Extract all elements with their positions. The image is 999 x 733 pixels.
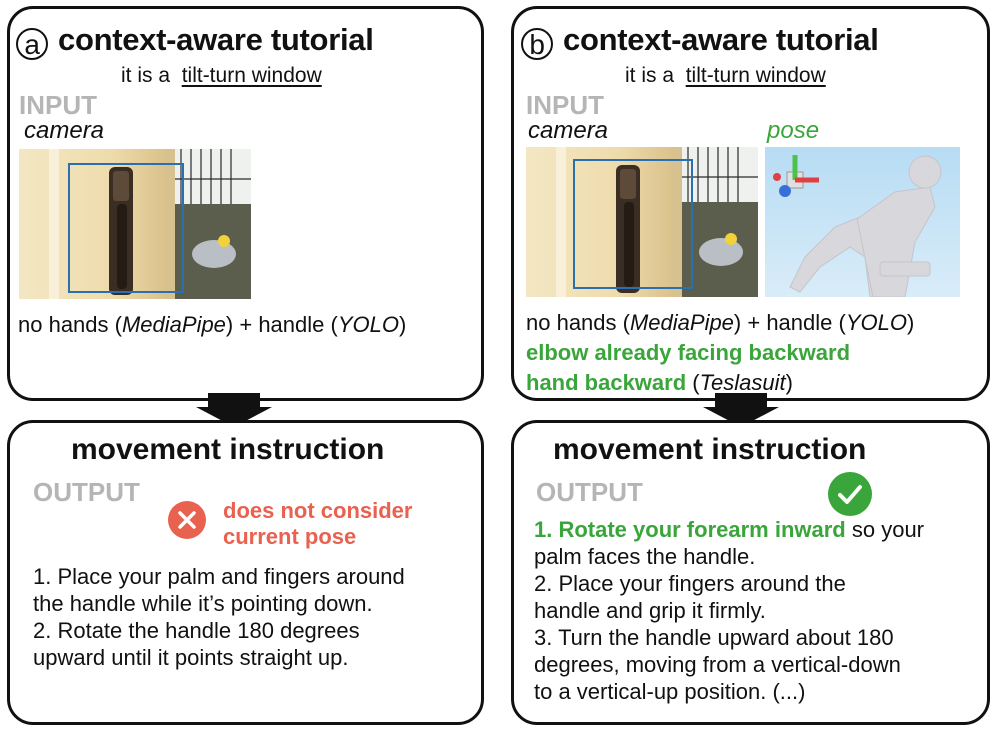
panel-b-subtitle-link: tilt-turn window	[685, 64, 826, 87]
panel-a-camera-image	[19, 149, 251, 299]
panel-a-step1-l1: 1. Place your palm and fingers around	[33, 564, 405, 589]
panel-b-pose-label: pose	[767, 117, 820, 144]
panel-a-input-label: INPUT	[19, 90, 97, 120]
panel-b-step2-l1: 2. Place your fingers around the	[534, 571, 846, 596]
panel-b-step1-l2: palm faces the handle.	[534, 544, 756, 569]
down-arrow-icon	[196, 393, 272, 427]
panel-b-step3-l1: 3. Turn the handle upward about 180	[534, 625, 894, 650]
panel-b-step3-l3: to a vertical-up position. (...)	[534, 679, 806, 704]
panel-b-pose-line2: hand backward (Teslasuit)	[526, 370, 793, 395]
panel-a-detection-line: no hands (MediaPipe) + handle (YOLO)	[18, 312, 407, 337]
panel-a-step1-l2: the handle while it’s pointing down.	[33, 591, 373, 616]
panel-b-step3-l2: degrees, moving from a vertical-down	[534, 652, 901, 677]
panel-b-output-box	[511, 420, 990, 725]
check-circle-icon	[828, 472, 872, 516]
panel-a-subtitle-link: tilt-turn window	[181, 64, 322, 87]
panel-b-camera-image	[526, 147, 758, 297]
panel-b-steps: 1. Rotate your forearm inward so your pa…	[534, 516, 924, 705]
panel-b-pose-line1: elbow already facing backward	[526, 340, 851, 365]
panel-b-subtitle: it is a tilt-turn window	[625, 64, 826, 87]
panel-b-letter: b	[521, 28, 553, 60]
panel-b-step1-l1: 1. Rotate your forearm inward so your	[534, 517, 925, 542]
panel-a-subtitle: it is a tilt-turn window	[121, 64, 322, 87]
panel-a-camera-label: camera	[24, 117, 105, 144]
panel-b-movement-title: movement instruction	[553, 433, 867, 466]
panel-a-warning: does not consider current pose	[223, 498, 413, 549]
down-arrow-icon	[703, 393, 779, 427]
panel-b-output-label: OUTPUT	[536, 477, 643, 507]
pose-gizmo-icon	[773, 155, 819, 197]
x-circle-icon	[168, 501, 206, 539]
panel-a-steps: 1. Place your palm and fingers around th…	[33, 563, 405, 671]
panel-b-step2-l2: handle and grip it firmly.	[534, 598, 766, 623]
panel-b-detection-line: no hands (MediaPipe) + handle (YOLO)	[526, 310, 915, 335]
panel-b-pose-image	[765, 147, 960, 297]
panel-a-letter: a	[16, 28, 48, 60]
panel-b-input-label: INPUT	[526, 90, 604, 120]
panel-a-step2-l1: 2. Rotate the handle 180 degrees	[33, 618, 360, 643]
panel-a-output-label: OUTPUT	[33, 477, 140, 507]
panel-a-output-box	[7, 420, 484, 725]
panel-a-step2-l2: upward until it points straight up.	[33, 645, 349, 670]
panel-a-movement-title: movement instruction	[71, 433, 385, 466]
panel-b-camera-label: camera	[528, 117, 609, 144]
